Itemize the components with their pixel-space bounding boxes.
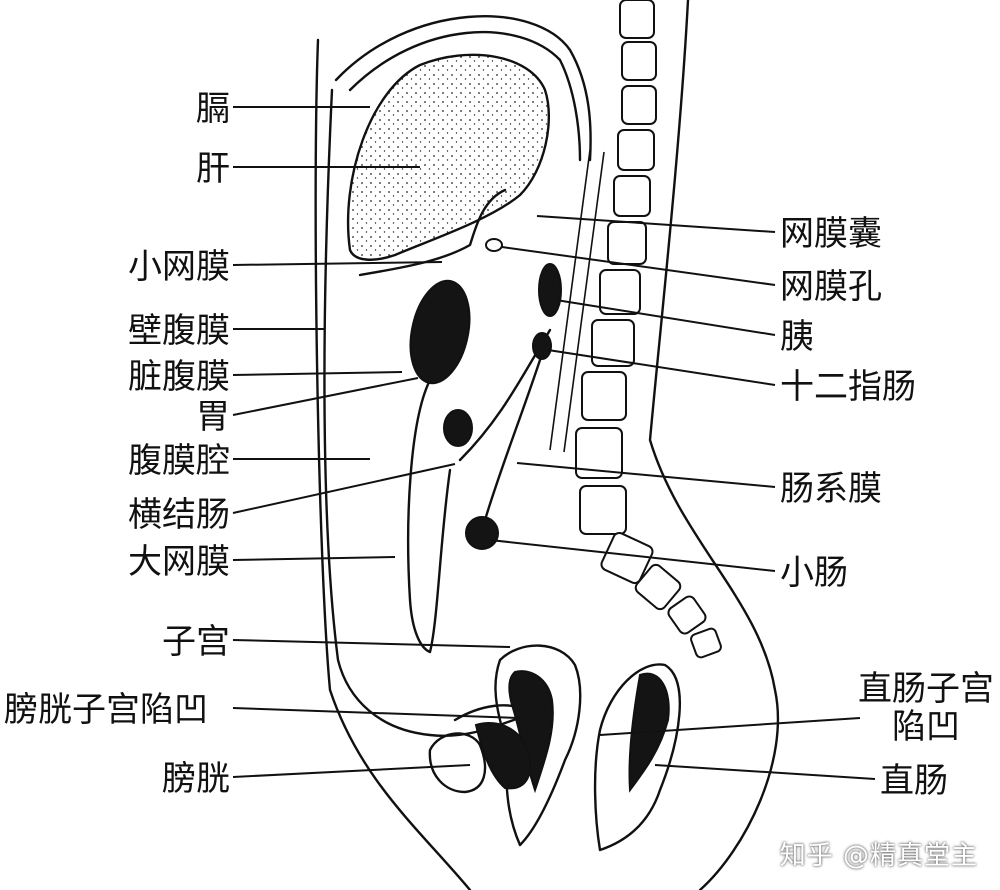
uterus-cavity	[508, 670, 554, 794]
watermark: 知乎 @精真堂主	[779, 841, 978, 871]
label-pancreas: 胰	[780, 317, 814, 357]
leader-greater-omentum	[232, 556, 396, 561]
stomach	[409, 279, 471, 385]
label-duodenum: 十二指肠	[780, 367, 916, 407]
label-rectouterine-pouch: 直肠子宫 陷凹	[858, 669, 994, 748]
label-peritoneal-cavity: 腹膜腔	[128, 441, 230, 481]
label-mesentery: 肠系膜	[780, 469, 882, 509]
leader-pancreas	[555, 299, 776, 336]
leader-vesicouterine-pouch	[232, 707, 521, 719]
label-greater-omentum: 大网膜	[128, 542, 230, 582]
label-epiploic-foramen: 网膜孔	[780, 267, 882, 307]
label-transverse-colon: 横结肠	[128, 495, 230, 535]
label-diaphragm: 膈	[196, 89, 230, 129]
leader-small-intestine	[489, 539, 776, 572]
leader-uterus	[232, 639, 511, 648]
pancreas	[538, 263, 562, 317]
epiploic-foramen	[485, 238, 503, 252]
label-parietal-peritoneum: 壁腹膜	[128, 311, 230, 351]
leader-duodenum	[547, 349, 776, 386]
transverse-colon	[443, 409, 473, 447]
leader-epiploic-foramen	[501, 246, 776, 286]
leader-bladder	[232, 764, 471, 778]
bladder-muscle	[474, 722, 532, 790]
body-wall-posterior	[648, 0, 780, 890]
label-liver: 肝	[196, 149, 230, 189]
leader-rectouterine-pouch	[599, 717, 861, 736]
label-lesser-omentum: 小网膜	[128, 247, 230, 287]
leader-mesentery	[516, 462, 776, 488]
leader-stomach	[232, 377, 419, 416]
label-small-intestine: 小肠	[780, 553, 848, 593]
label-omental-bursa: 网膜囊	[780, 214, 882, 254]
greater-omentum	[407, 378, 452, 654]
diaphragm-line	[348, 30, 582, 162]
duodenum	[532, 332, 552, 360]
leader-rectum	[654, 764, 876, 780]
label-uterus: 子宫	[162, 622, 230, 662]
label-vesicouterine-pouch: 膀胱子宫陷凹	[4, 690, 208, 730]
liver	[346, 53, 551, 261]
label-stomach: 胃	[196, 397, 230, 437]
aorta	[549, 149, 605, 453]
leader-visceral-peritoneum	[232, 371, 403, 376]
rectum-outline	[593, 663, 682, 852]
label-visceral-peritoneum: 脏腹膜	[128, 357, 230, 397]
label-bladder: 膀胱	[162, 759, 230, 799]
diaphragm-outer	[334, 15, 592, 162]
leader-omental-bursa	[536, 215, 776, 233]
bladder-outline	[428, 732, 487, 794]
leader-transverse-colon	[232, 463, 456, 514]
label-rectum: 直肠	[880, 761, 948, 801]
body-wall-anterior	[314, 38, 472, 890]
mesentery	[483, 358, 542, 522]
leader-lesser-omentum	[232, 261, 443, 266]
uterus-outline	[494, 644, 582, 847]
